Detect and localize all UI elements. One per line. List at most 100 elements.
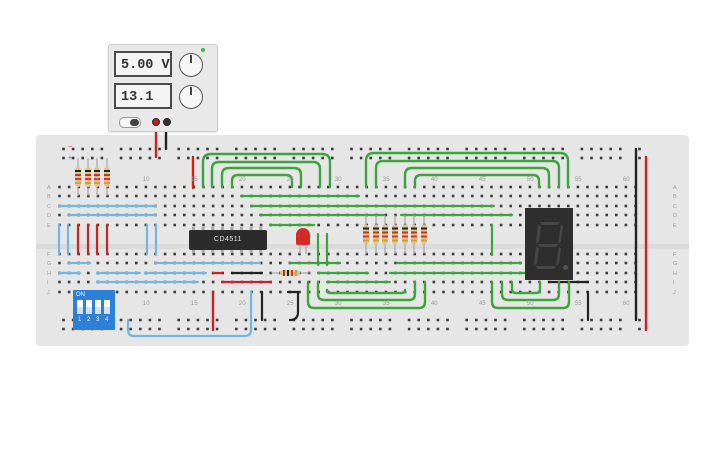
rail-hole [427,318,430,322]
rail-hole [609,327,612,331]
dip-switch-2[interactable] [86,300,92,314]
dip-switch-4[interactable] [104,300,110,314]
resistor-band [421,227,427,230]
negative-terminal[interactable] [163,118,171,126]
hole [327,252,330,256]
hole [192,213,196,217]
rail-hole [187,327,190,331]
rail-sign: − [68,144,72,151]
hole [221,204,224,208]
hole [547,194,551,198]
hole [624,290,628,294]
hole [576,194,580,198]
row-letter: G [673,261,677,267]
rail-hole [359,147,363,151]
rail-hole [503,147,507,151]
hole [154,290,157,294]
hole [519,185,522,189]
resistor-band [75,174,81,176]
row-letter: D [47,213,51,219]
rail-hole [494,147,497,151]
rail-hole [590,327,593,331]
red-led[interactable] [296,228,310,245]
rail-hole [369,318,372,322]
rail-hole [551,327,555,331]
dip-number-4: 4 [105,317,109,323]
hole [576,204,580,208]
dip-switch[interactable]: ON 1 2 3 4 [73,290,115,330]
resistor-band [295,270,297,276]
rail-hole [484,318,488,322]
rail-hole [273,327,276,331]
rail-hole [244,156,248,160]
hole [576,261,580,265]
jumper-green [510,280,542,295]
rail-hole [484,147,488,151]
hole [432,185,436,189]
hole [202,252,205,256]
hole [67,252,71,256]
hole [288,280,292,284]
rail-hole [542,156,545,160]
rail-hole [436,147,440,151]
hole [384,271,388,275]
hole [471,290,474,294]
hole [115,194,119,198]
voltage-knob[interactable] [179,53,203,77]
hole [576,213,580,217]
current-knob[interactable] [179,85,203,109]
rail-hole [551,147,555,151]
hole [346,185,349,189]
hole [269,261,272,265]
dip-switch-3[interactable] [95,300,101,314]
hole [211,252,215,256]
hole [605,213,608,217]
rail-hole [388,318,392,322]
hole [413,194,416,198]
cd4511-chip[interactable]: CD4511 [189,230,267,250]
hole [307,185,311,189]
rail-hole [494,156,497,160]
row-letter: J [673,290,676,296]
hole [115,261,119,265]
chip-pin [220,227,224,231]
power-supply[interactable]: 5.00 V 13.1 mA [108,44,218,132]
row-letter: A [673,185,677,191]
column-number: 30 [335,177,342,183]
chip-pin [201,227,205,231]
power-toggle[interactable] [119,117,141,128]
positive-terminal[interactable] [152,118,160,126]
rail-hole [436,156,440,160]
column-number: 25 [287,177,294,183]
wires[interactable] [57,120,648,338]
components[interactable] [75,158,427,276]
hole [624,213,628,217]
hole [394,185,397,189]
dip-switch-1[interactable] [77,300,83,314]
hole [538,204,541,208]
rail-hole [619,147,622,151]
rail-hole [321,156,324,160]
hole [509,290,512,294]
rail-hole [446,318,449,322]
row-letter: I [673,280,675,286]
rail-hole [302,327,305,331]
segments [534,222,563,269]
rail-hole [609,318,612,322]
rail-hole [62,327,65,331]
hole [547,290,551,294]
hole [490,194,493,198]
hole [509,223,512,227]
rail-hole [254,156,257,160]
hole [279,252,282,256]
rail-hole [542,147,545,151]
rail-hole [273,147,276,151]
hole [605,185,608,189]
resistor-band [291,270,293,276]
hole [259,223,263,227]
rail-hole [148,156,152,160]
hole [365,194,368,198]
hole [624,185,628,189]
jumper-green [316,280,417,302]
rail-hole [407,156,411,160]
